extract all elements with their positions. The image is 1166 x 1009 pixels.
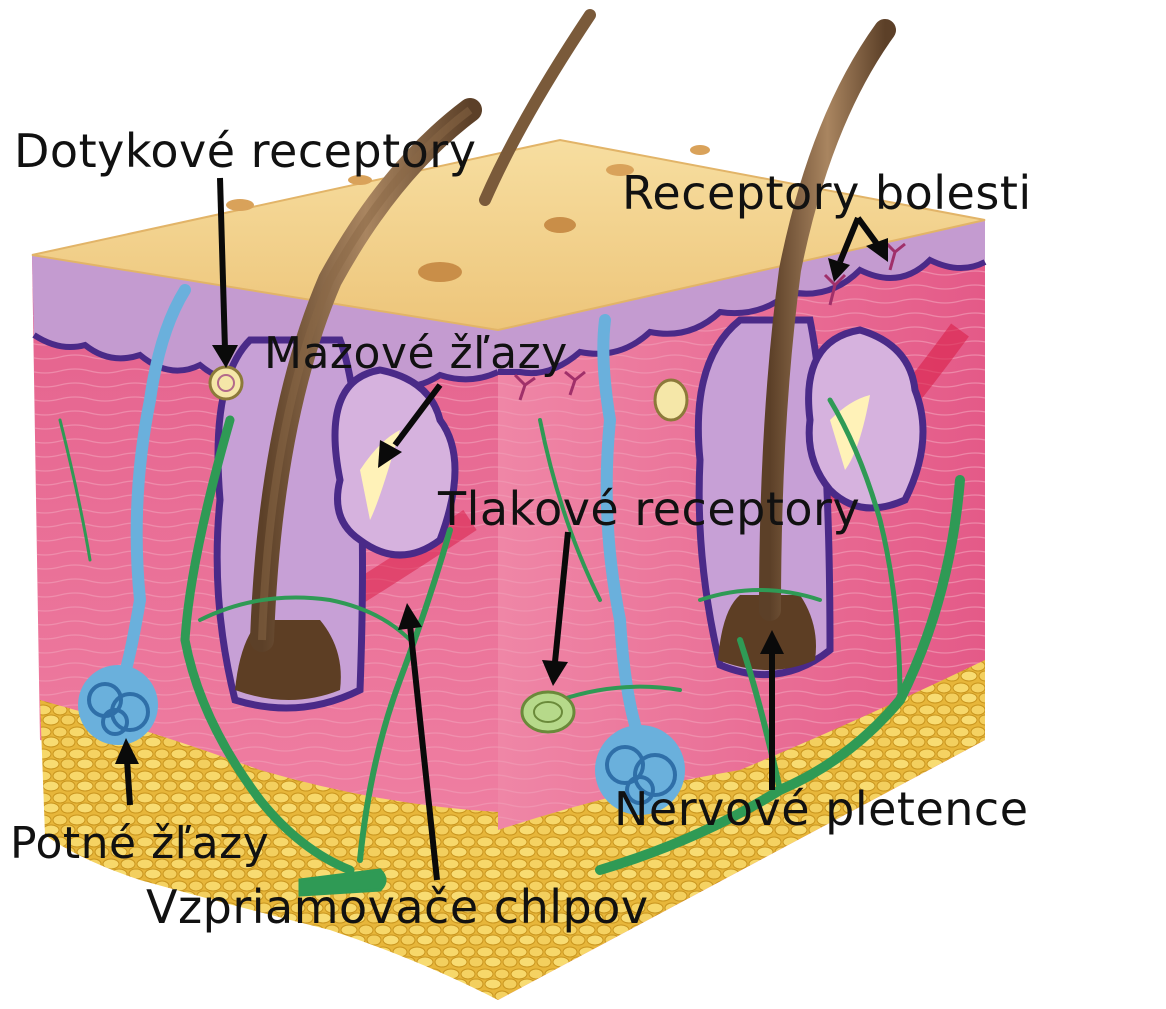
label-nerve-plexus: Nervové pletence [614, 786, 1029, 832]
label-sebaceous-glands: Mazové žľazy [264, 332, 568, 376]
label-pain-receptors: Receptory bolesti [622, 170, 1032, 216]
label-arrector-pili: Vzpriamovače chlpov [146, 884, 649, 930]
touch-receptor [210, 367, 242, 399]
label-sweat-glands: Potné žľazy [10, 822, 269, 866]
label-pressure-receptors: Tlakové receptory [438, 486, 860, 532]
pressure-receptor [522, 692, 574, 732]
label-touch-receptors: Dotykové receptory [14, 128, 476, 174]
touch-receptor-right [655, 380, 687, 420]
